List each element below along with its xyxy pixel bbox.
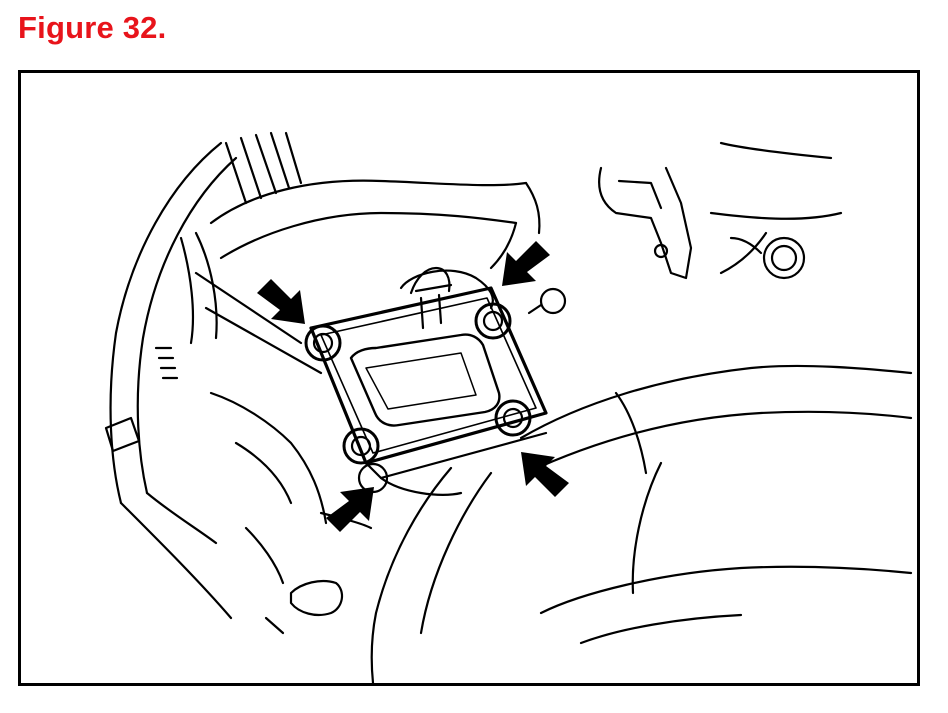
right-side-bolt — [729, 236, 806, 280]
upper-hose — [154, 131, 541, 380]
callout-arrow-bottom-left — [326, 487, 374, 532]
bolt-bottom-left — [342, 427, 380, 465]
mount-plate — [309, 266, 548, 496]
lower-left-details — [209, 391, 373, 635]
figure-title: Figure 32. — [18, 10, 167, 45]
left-body-panel — [104, 141, 238, 620]
mechanical-illustration — [104, 131, 913, 683]
small-stud — [527, 287, 567, 315]
callout-arrows — [257, 241, 569, 532]
callout-arrow-top-left — [257, 279, 305, 324]
callout-arrow-top-right — [502, 241, 550, 286]
illustration-frame — [18, 70, 920, 686]
upper-right-bracket — [598, 141, 843, 280]
callout-arrow-bottom-right — [521, 452, 569, 497]
bolt-top-right — [474, 302, 512, 340]
bolt-top-left — [304, 324, 342, 362]
lower-hose — [370, 364, 913, 683]
bolt-bottom-right — [494, 399, 532, 437]
